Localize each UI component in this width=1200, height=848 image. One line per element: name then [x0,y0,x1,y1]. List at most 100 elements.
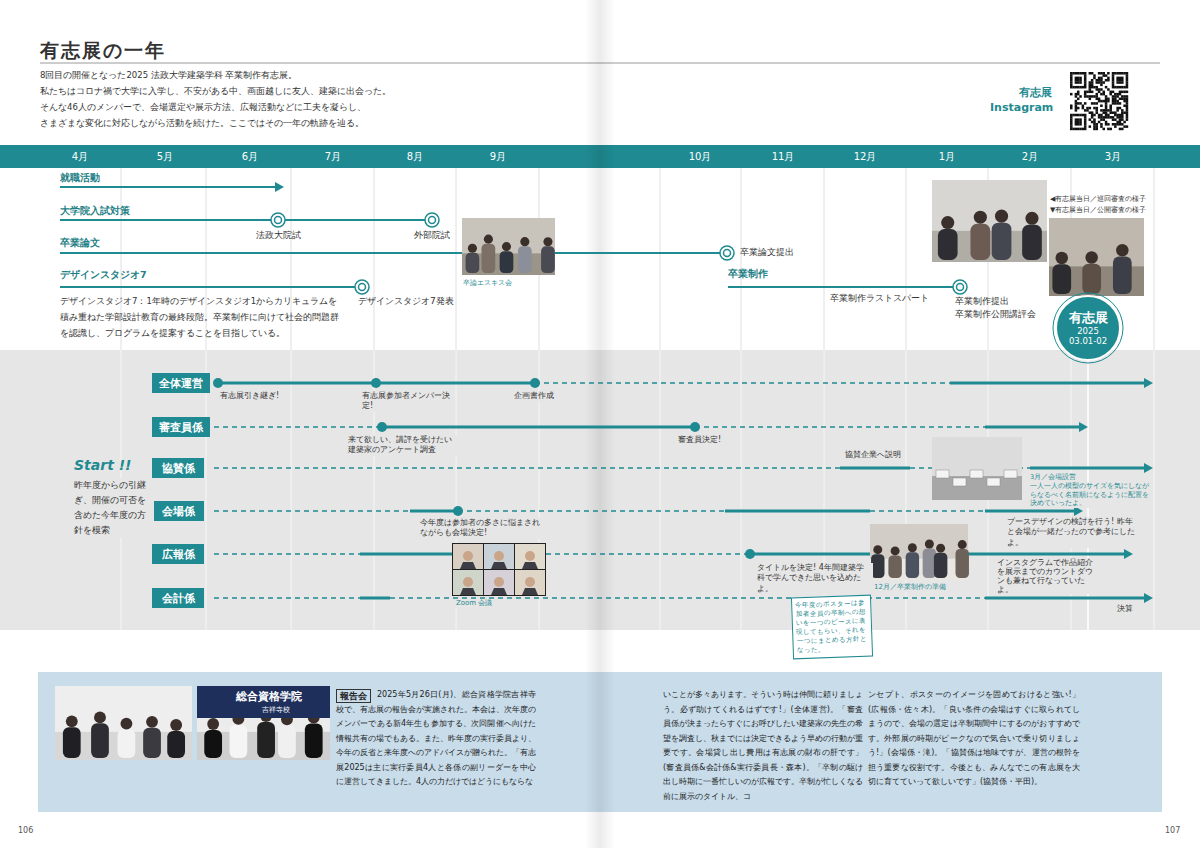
qr-module [1112,111,1115,114]
qr-module [1126,104,1129,107]
qr-module [1107,128,1110,131]
qr-module [1084,91,1087,94]
qr-module [1091,86,1094,89]
qr-module [1084,102,1087,105]
node-text: 会計係 [159,588,197,608]
qr-module [1100,72,1103,75]
track-heading: 大学院入試対策 [60,205,130,217]
qr-module [1093,107,1096,110]
photo-figure [305,723,323,758]
month-label: 10月 [680,150,720,163]
qr-module [1112,91,1115,94]
qr-module [1107,114,1110,117]
qr-module [1070,86,1073,89]
qr-module [1100,88,1103,91]
track-description: デザインスタジオ7：1年時のデザインスタジオ1からカリキュラムを積み重ねた学部設… [60,293,345,341]
qr-module [1114,123,1117,126]
qr-module [1093,102,1096,105]
photo-figure [888,555,901,578]
qr-module [1096,79,1099,82]
photo-head [936,544,945,553]
qr-module [1105,109,1108,112]
grid-line [741,350,742,630]
intro-text: そんな46人のメンバーで、会場選定や展示方法、広報活動などに工夫を凝らし、 [40,102,366,113]
qr-module [1114,125,1117,128]
node-text: 全体運営 [159,373,203,393]
qr-module [1075,79,1078,82]
qr-module [1102,74,1105,77]
qr-module [1077,114,1080,117]
qr-module [1100,77,1103,80]
photo-head [995,210,1008,223]
task-note: 決算 [1115,604,1135,614]
qr-module [1121,109,1124,112]
qr-module [1079,81,1082,84]
photo-figure [956,549,969,578]
grid-line [206,168,207,350]
qr-module [1075,77,1078,80]
grid-line [291,350,292,630]
photo [452,543,546,596]
task-note: ブースデザインの検討を行う! 昨年と会場が一緒だったので参考にしたよ。 [1005,517,1137,548]
photo-tile [484,544,514,569]
task-arrowhead [1124,549,1133,559]
report-text: ンセプト、ポスターのイメージを固めておけると強い!」(広報係・佐々木)。「良い条… [868,688,1080,790]
instagram-label: 有志展 [990,86,1052,100]
photo-caption: 卒論エスキス会 [463,279,512,288]
photo-figure [518,246,532,273]
grid-line [121,168,122,350]
photo-head [463,577,473,587]
task-note: 今年度は参加者の多さに悩まされながらも会場決定! [418,518,548,539]
photo-head [1056,252,1068,264]
qr-module [1089,84,1092,87]
qr-module [1121,91,1124,94]
qr-module [1096,123,1099,126]
photo-sign [197,686,330,718]
photo-figure [1052,264,1071,294]
photo-frame [932,180,1047,262]
photo-figure [938,229,958,260]
qr-module [1114,114,1117,117]
qr-module [1070,114,1073,117]
photo-head [1085,251,1097,263]
track-heading: 卒業制作 [728,268,768,280]
qr-module [1107,116,1110,119]
qr-module [1084,93,1087,96]
qr-module [1096,95,1099,98]
task-dashed-line [695,426,985,428]
qr-module [1070,123,1073,126]
photo-caption: ▼有志展当日／公開審査の様子 [1050,206,1146,215]
task-arrowhead [1144,593,1153,603]
qr-module [1098,98,1101,101]
qr-module [1105,114,1108,117]
photo-shoulders [522,562,538,569]
qr-module [1091,84,1094,87]
qr-module [1112,98,1115,101]
qr-module [1105,79,1108,82]
page-gutter [585,0,615,848]
qr-ground [1070,72,1128,130]
photo-figure [1113,256,1132,294]
qr-module [1098,81,1101,84]
qr-module [1093,95,1096,98]
qr-module [1112,102,1115,105]
task-lines [213,378,1153,603]
grid-line [660,350,661,630]
start-note: 昨年度からの引継ぎ、開催の可否を含めた今年度の方針を模索 [74,478,154,538]
qr-module [1096,125,1099,128]
qr-module [1116,121,1119,124]
qr-module [1114,95,1117,98]
qr-module [1126,72,1129,75]
qr-module [1077,79,1080,82]
qr-module [1075,93,1078,96]
qr-module [1107,77,1110,80]
qr-module [1123,104,1126,107]
qr-module [1121,81,1124,84]
qr-module [1098,77,1101,80]
photo-figure [482,244,496,273]
task-note: インスタグラムで作品紹介を展示までのカウントダウンも兼ねて行なっていたよ。 [995,558,1095,594]
photo-figure [970,224,990,260]
qr-module [1084,128,1087,131]
milestone-core [724,250,731,257]
qr-module [1112,77,1115,80]
